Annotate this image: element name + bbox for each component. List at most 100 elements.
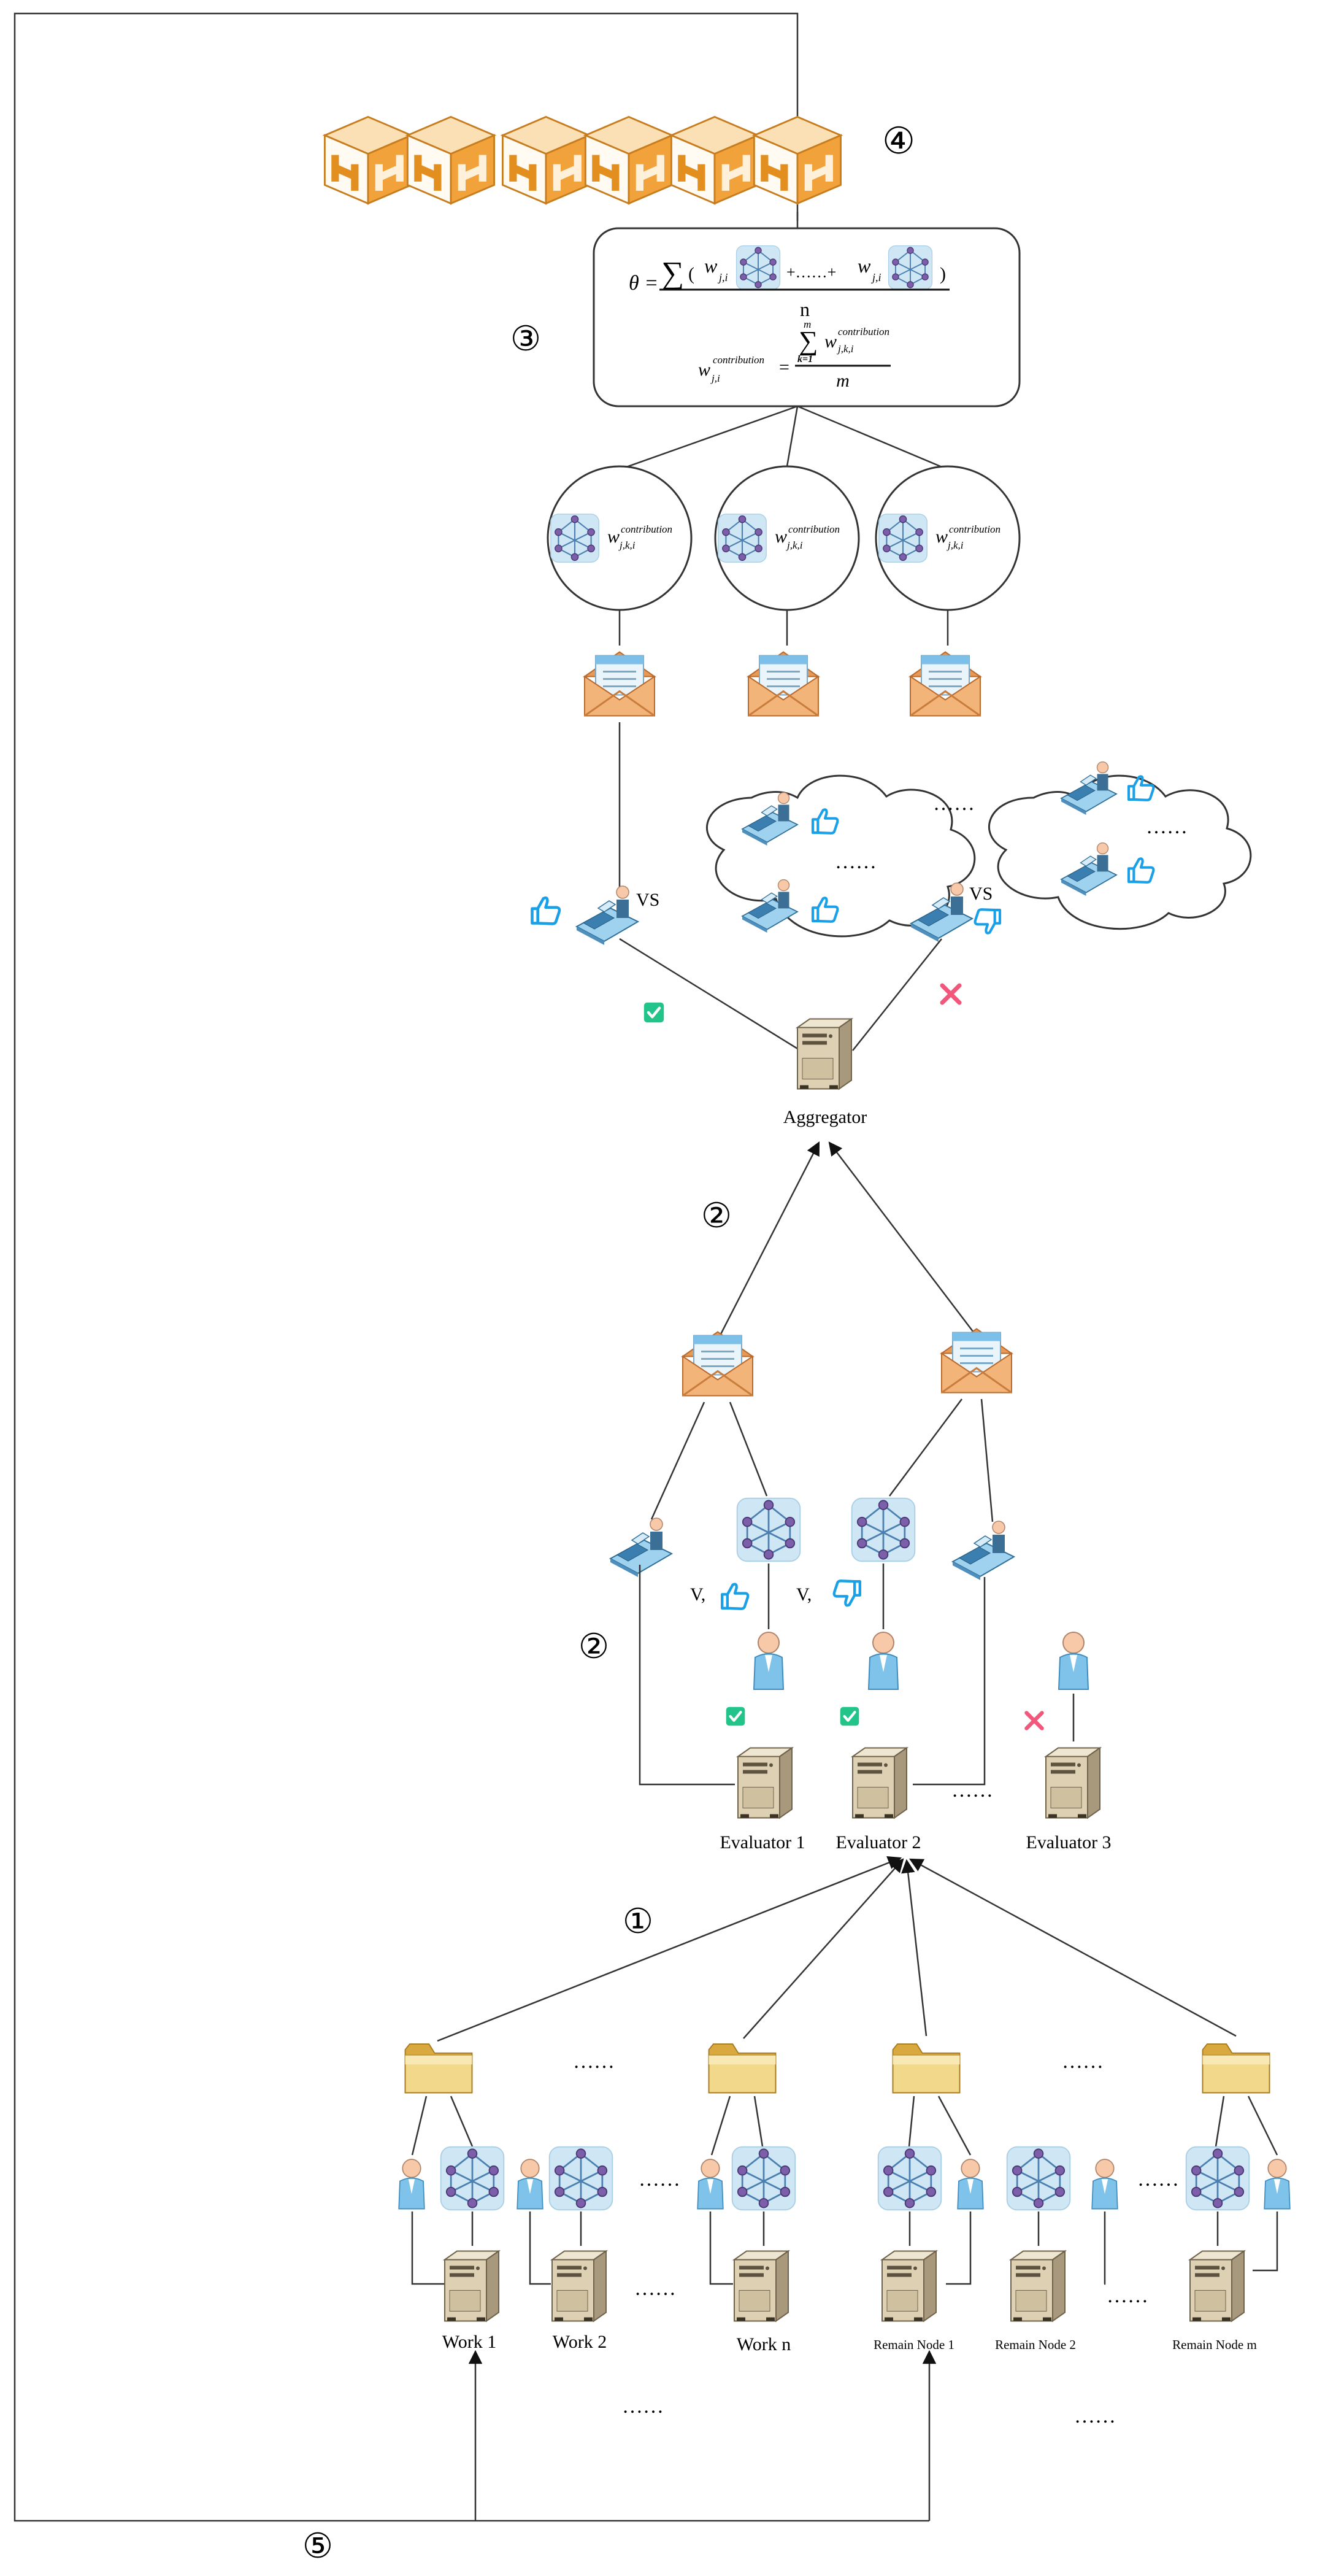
contribution-circle-3: w contribution j,k,i xyxy=(875,465,1021,611)
step-5-marker: ⑤ xyxy=(302,2528,333,2566)
neural-network-icon xyxy=(548,2146,613,2211)
step-3-marker: ③ xyxy=(510,320,541,358)
theta-w-sub: j,i xyxy=(718,271,728,283)
package-box-icon xyxy=(502,117,589,203)
neural-network-icon xyxy=(851,1497,916,1562)
evaluator-1-label: Evaluator 1 xyxy=(720,1832,805,1853)
envelope-icon xyxy=(909,650,981,717)
person-icon xyxy=(398,2159,425,2210)
circle-w: w xyxy=(607,526,620,547)
dots: …… xyxy=(933,792,975,815)
v-comma-label: V, xyxy=(690,1584,705,1605)
envelope-icon xyxy=(583,650,656,717)
vs-label: VS xyxy=(636,890,659,910)
package-box-icon xyxy=(671,117,758,203)
neural-network-icon xyxy=(1006,2146,1071,2211)
dots: …… xyxy=(634,2277,676,2300)
circle-sup: contribution xyxy=(788,523,840,535)
dots: …… xyxy=(835,850,877,873)
server-icon xyxy=(851,1747,908,1819)
work-2-label: Work 2 xyxy=(553,2332,607,2352)
envelope-icon xyxy=(940,1327,1013,1394)
dots: …… xyxy=(1137,2168,1179,2191)
work-n-label: Work n xyxy=(737,2334,791,2354)
circle-sub: j,k,i xyxy=(786,539,803,551)
remain-node-m-label: Remain Node m xyxy=(1172,2337,1257,2352)
circle-sup: contribution xyxy=(949,523,1000,535)
dots: …… xyxy=(1074,2405,1116,2428)
person-icon xyxy=(697,2159,724,2210)
evaluator-3-label: Evaluator 3 xyxy=(1026,1832,1111,1853)
contrib-w-sub: j,i xyxy=(710,372,720,384)
work-1-label: Work 1 xyxy=(442,2332,496,2352)
cross-icon xyxy=(1026,1713,1042,1728)
neural-network-icon xyxy=(1185,2146,1250,2211)
dots: …… xyxy=(1062,2050,1104,2073)
server-icon xyxy=(1045,1747,1101,1819)
step-4-label: ④ xyxy=(882,121,915,161)
neural-network-icon xyxy=(735,245,781,290)
workstation-icon xyxy=(952,1521,1015,1580)
contrib-num-sub: j,k,i xyxy=(837,343,854,355)
step-4-marker: ④ xyxy=(882,121,915,161)
envelope-icon xyxy=(747,650,820,717)
person-icon xyxy=(1264,2159,1291,2210)
server-icon xyxy=(444,2250,500,2322)
person-icon xyxy=(868,1632,899,1690)
contribution-circle-1: w contribution j,k,i xyxy=(547,465,693,611)
check-icon xyxy=(726,1707,745,1726)
aggregator-label: Aggregator xyxy=(783,1107,867,1127)
evaluator-2-label: Evaluator 2 xyxy=(835,1832,921,1853)
dots: …… xyxy=(1146,816,1188,838)
step-2-label: ② xyxy=(701,1197,732,1235)
v-comma-label: V, xyxy=(796,1584,812,1605)
server-icon xyxy=(1010,2250,1066,2322)
step-2-marker: ② xyxy=(701,1197,732,1235)
person-icon xyxy=(517,2159,543,2210)
theta-plus-dots: +……+ xyxy=(786,263,836,281)
theta-formula: θ = ∑ ( w j,i +……+ w j,i ) n xyxy=(629,245,950,320)
package-box-icon xyxy=(585,117,672,203)
remain-node-1-label: Remain Node 1 xyxy=(874,2337,954,2352)
circle-sub: j,k,i xyxy=(947,539,964,551)
package-box-icon xyxy=(407,117,494,203)
contrib-num-sup: contribution xyxy=(838,326,889,337)
circle-sup: contribution xyxy=(621,523,672,535)
folder-icon xyxy=(404,2043,473,2094)
step-2b-marker: ② xyxy=(578,1628,609,1666)
theta-w-2: w xyxy=(858,255,871,277)
folder-icon xyxy=(708,2043,777,2094)
server-icon xyxy=(551,2250,607,2322)
server-icon xyxy=(796,1018,853,1090)
step-2b-label: ② xyxy=(578,1628,609,1666)
contribution-circle-2: w contribution j,k,i xyxy=(714,465,860,611)
thumbs-down-icon xyxy=(834,1581,860,1605)
dots: …… xyxy=(622,2395,664,2418)
check-icon xyxy=(644,1003,664,1022)
theta-close: ) xyxy=(940,264,946,284)
contrib-sum-top: m xyxy=(804,318,811,330)
envelope-icon xyxy=(682,1330,754,1397)
thumbs-down-icon xyxy=(975,909,1000,933)
server-icon xyxy=(1189,2250,1245,2322)
contrib-sum-bot: k=1 xyxy=(797,354,813,364)
contribution-formula: w contribution j,i = m ∑ k=1 w contribut… xyxy=(698,318,891,391)
theta-w-sub-2: j,i xyxy=(871,271,881,283)
contrib-w: w xyxy=(698,360,710,380)
cloud-icon xyxy=(988,774,1252,930)
neural-network-icon xyxy=(878,513,928,563)
dots: …… xyxy=(639,2168,680,2191)
folder-icon xyxy=(892,2043,961,2094)
feedback-loop xyxy=(13,12,937,2522)
workstation-icon xyxy=(610,1517,672,1577)
contrib-eq: = xyxy=(779,357,789,377)
package-box-icon xyxy=(754,117,840,203)
thumbs-up-icon xyxy=(722,1584,748,1609)
neural-network-icon xyxy=(736,1497,801,1562)
server-icon xyxy=(733,2250,789,2322)
person-icon xyxy=(753,1632,784,1690)
dots: …… xyxy=(1107,2285,1148,2307)
remain-node-2-label: Remain Node 2 xyxy=(995,2337,1076,2352)
step-1-marker: ① xyxy=(623,1903,653,1941)
person-icon xyxy=(1091,2159,1118,2210)
